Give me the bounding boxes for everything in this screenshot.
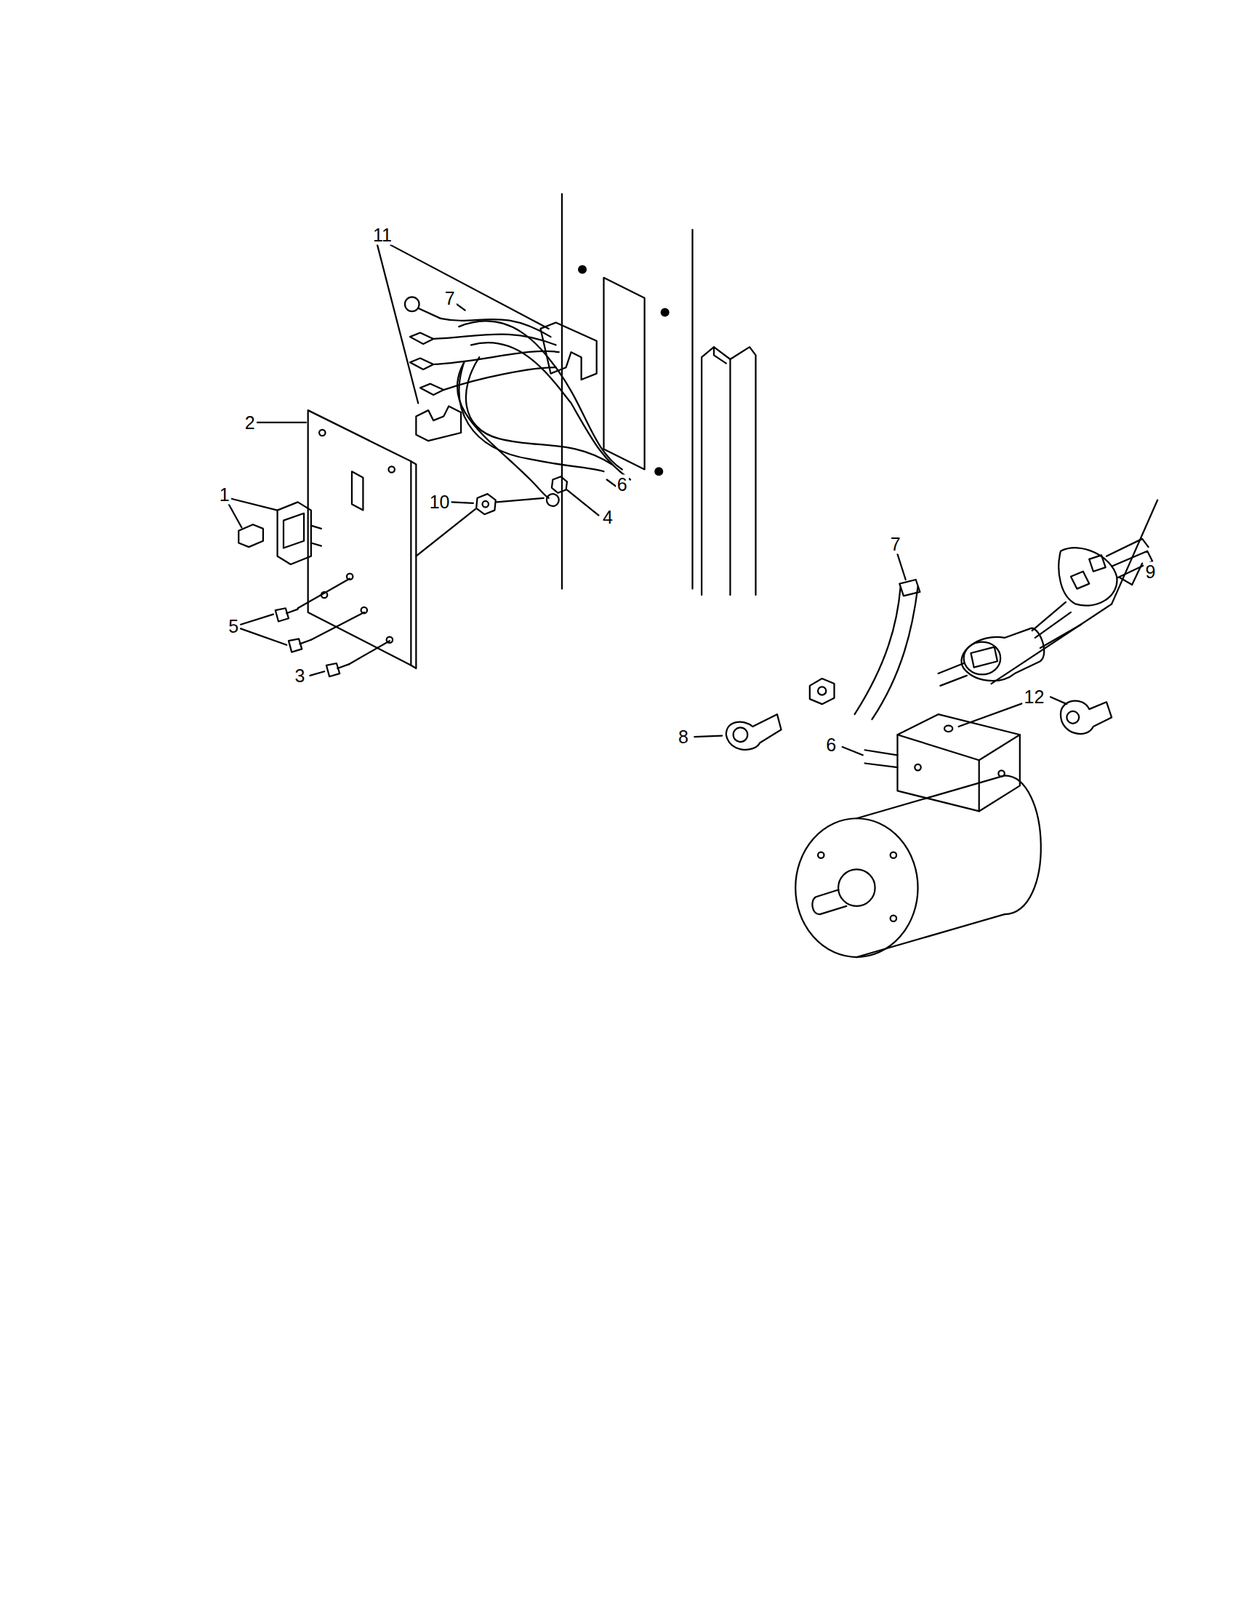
callout-number: 10	[428, 492, 452, 512]
callout-number: 1	[218, 484, 232, 505]
callout-number: 8	[676, 726, 690, 746]
callout-number: 5	[226, 616, 240, 637]
callout-number: 2	[243, 412, 257, 432]
callout-number: 6	[824, 735, 838, 755]
callout-number: 12	[1022, 687, 1047, 707]
callout-number: 3	[292, 665, 307, 685]
callout-number: 4	[601, 507, 615, 528]
callout-number: 11	[371, 224, 394, 245]
callout-number: 7	[889, 533, 903, 554]
callout-number: 9	[1143, 561, 1157, 581]
callout-number: 6	[615, 474, 629, 495]
callout-number: 7	[443, 287, 457, 308]
